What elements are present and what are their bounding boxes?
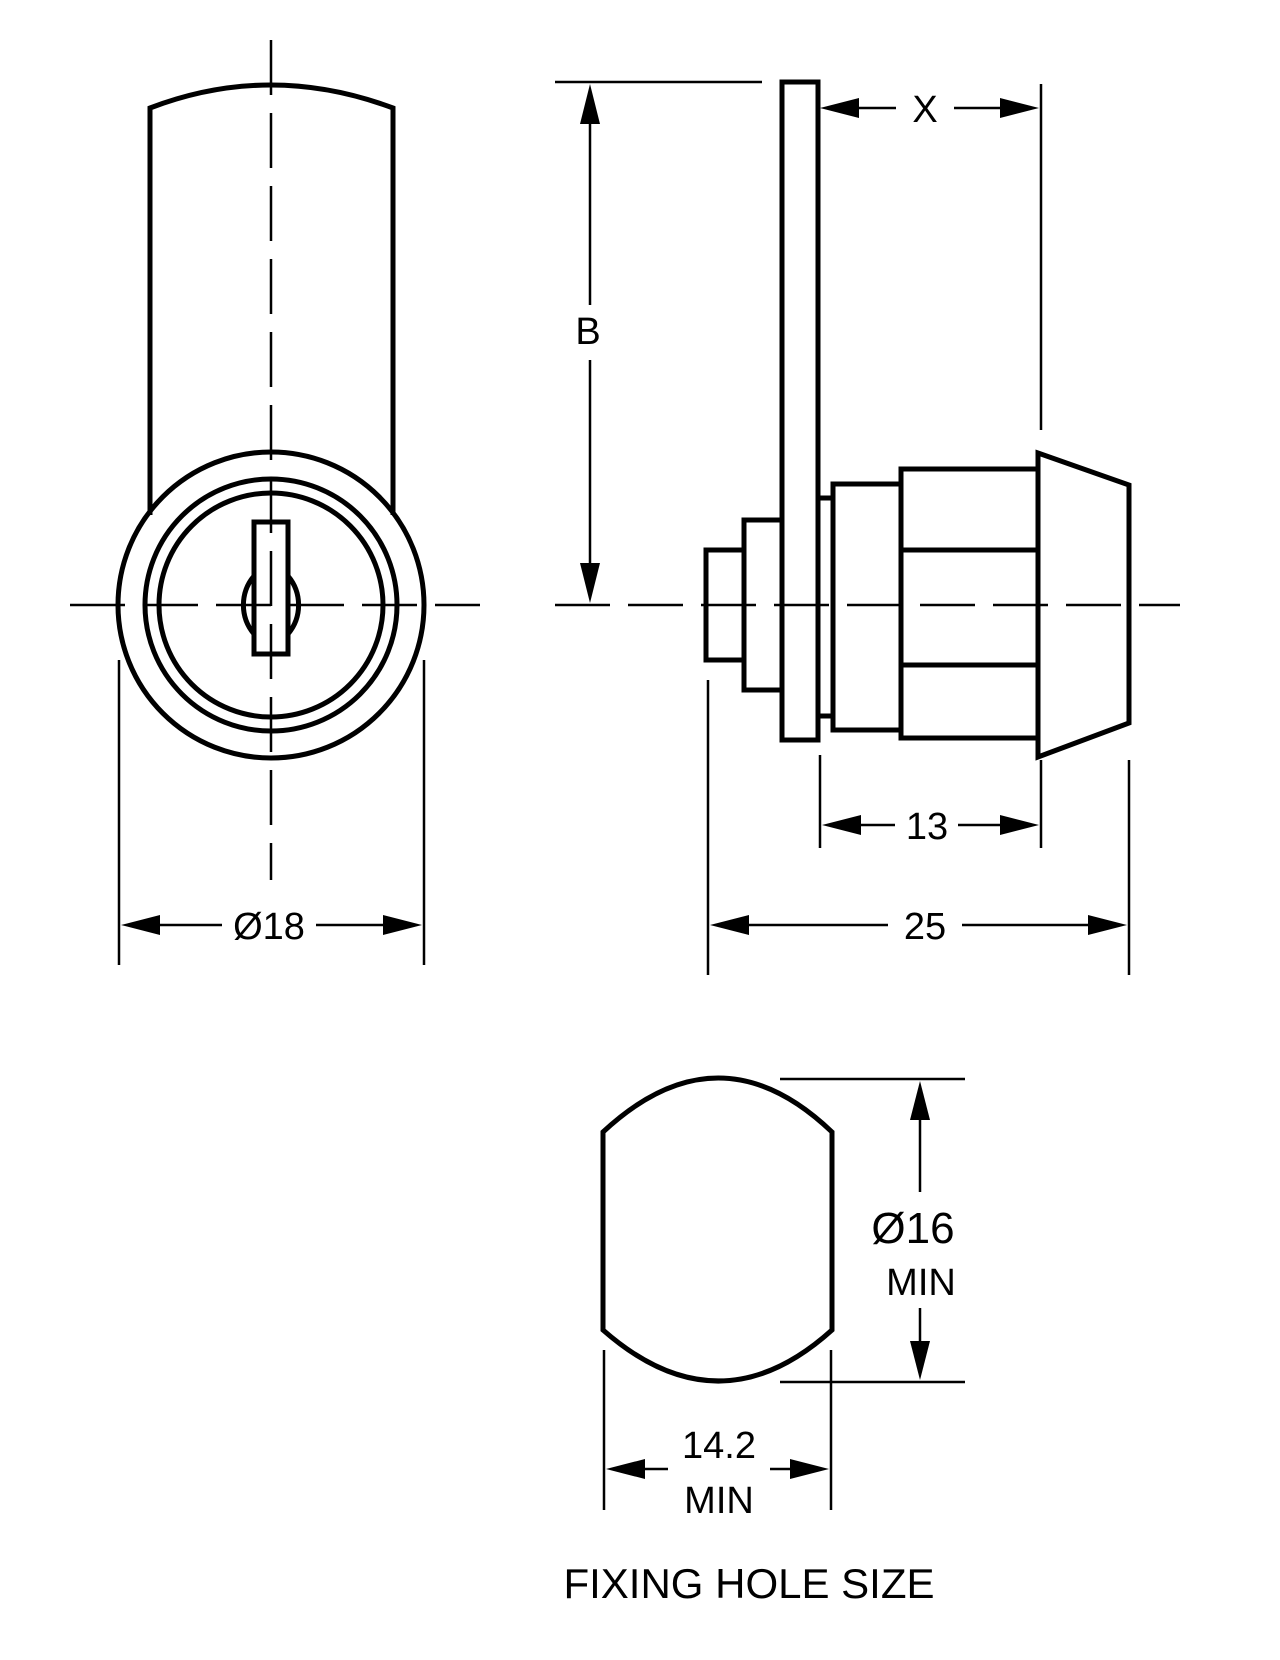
hole-dim-14-arrow-right (790, 1459, 829, 1479)
side-view: B X 13 25 (555, 79, 1180, 975)
front-dim-arrow-left (121, 915, 160, 935)
hole-width-note: MIN (684, 1480, 754, 1522)
hole-dim-14-arrow-left (606, 1459, 645, 1479)
front-dim-arrow-right (383, 915, 422, 935)
fixing-hole-outline (600, 1075, 835, 1384)
fixing-hole-view: Ø16 MIN 14.2 MIN FIXING HOLE SIZE (563, 1075, 965, 1607)
hole-dim-16-arrow-bottom (910, 1341, 930, 1380)
side-dim-x-arrow-right (1000, 98, 1039, 118)
hole-width-label: 14.2 (682, 1425, 756, 1467)
side-cam-plate (779, 79, 821, 743)
hole-diameter-note: MIN (886, 1262, 956, 1304)
side-dim-13-arrow-right (1000, 815, 1039, 835)
hole-dim-16-arrow-top (910, 1081, 930, 1120)
side-body-length-label: 13 (906, 806, 948, 848)
side-dim-x-arrow-left (820, 98, 859, 118)
side-dim-b-arrow-bottom (580, 563, 600, 603)
side-cam-offset-label: X (912, 89, 937, 131)
front-view: Ø18 (70, 40, 480, 965)
side-flange-head (1035, 449, 1132, 761)
side-overall-length-label: 25 (904, 906, 946, 948)
fixing-hole-caption: FIXING HOLE SIZE (563, 1560, 934, 1607)
side-body (898, 466, 1041, 741)
hole-diameter-label: Ø16 (871, 1204, 954, 1253)
side-height-label: B (575, 311, 600, 353)
side-dim-25-arrow-right (1088, 915, 1127, 935)
side-dim-b-arrow-top (580, 84, 600, 124)
side-body-collar (830, 481, 904, 733)
side-dim-13-arrow-left (822, 815, 861, 835)
side-dim-25-arrow-left (710, 915, 749, 935)
front-diameter-label: Ø18 (233, 906, 305, 948)
